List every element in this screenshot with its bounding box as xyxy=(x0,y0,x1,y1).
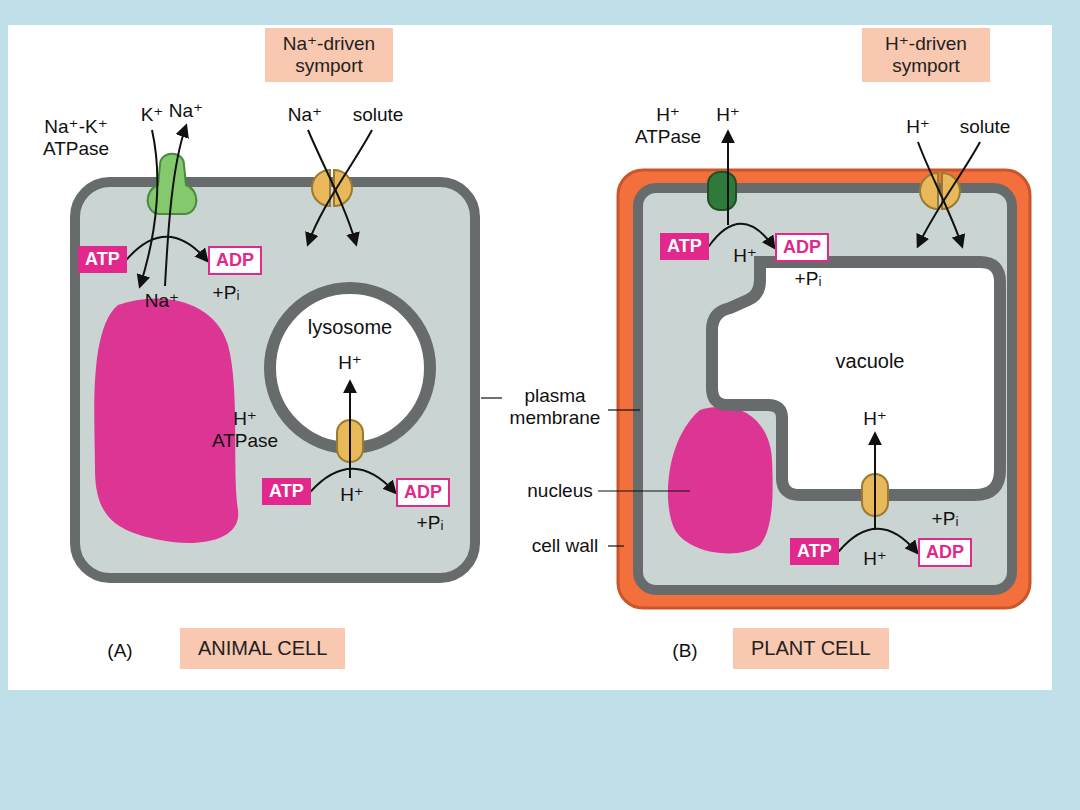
symport-tag: H⁺-driven symport xyxy=(862,28,990,82)
node-text: Na⁺-driven symport xyxy=(275,33,383,77)
node-text: ATP xyxy=(269,481,304,502)
text-label: +Pᵢ xyxy=(417,512,444,534)
node-text: ATP xyxy=(85,249,120,270)
leader-line xyxy=(608,545,624,546)
node-text: PLANT CELL xyxy=(751,637,871,660)
text-label: nucleus xyxy=(527,480,593,502)
text-label: solute xyxy=(353,104,404,126)
text-label: K⁺ xyxy=(141,104,164,126)
atp-box: ATP xyxy=(262,478,311,505)
adp-box: ADP xyxy=(396,478,450,507)
white-panel xyxy=(8,25,1052,690)
proton-arrow xyxy=(349,382,351,478)
cell-title-box: PLANT CELL xyxy=(733,628,889,669)
text-label: H⁺ xyxy=(733,245,757,267)
animal-cell xyxy=(75,182,475,578)
symport-arrow xyxy=(918,142,980,246)
node-text: H⁺-driven symport xyxy=(872,33,980,77)
text-label: plasma membrane xyxy=(500,385,610,429)
na-k-atpase xyxy=(148,154,197,214)
symport-tag: Na⁺-driven symport xyxy=(265,28,393,82)
symport-arrow xyxy=(308,130,372,244)
text-label: Na⁺ xyxy=(145,290,179,312)
text-label: cell wall xyxy=(532,535,599,557)
text-label: H⁺ xyxy=(338,352,362,374)
reaction-arrow xyxy=(709,224,774,248)
k-arrow xyxy=(140,130,157,286)
node-text: ATP xyxy=(667,236,702,257)
leader-line xyxy=(598,490,690,491)
atp-box: ATP xyxy=(78,246,127,273)
cell-title-box: ANIMAL CELL xyxy=(180,628,345,669)
animal-symporter xyxy=(312,170,352,206)
adp-box: ADP xyxy=(775,233,829,262)
text-label: Na⁺ xyxy=(288,104,322,126)
text-label: (A) xyxy=(107,640,132,662)
node-text: vacuole xyxy=(810,350,930,373)
text-label: solute xyxy=(960,116,1011,138)
text-label: H⁺ ATPase xyxy=(205,408,285,452)
organelle-label: lysosome xyxy=(290,316,410,339)
atp-box: ATP xyxy=(790,538,839,565)
plant-h-atpase xyxy=(708,172,736,210)
text-label: Na⁺-K⁺ ATPase xyxy=(36,116,116,160)
proton-arrow xyxy=(727,132,729,225)
text-label: +Pᵢ xyxy=(932,508,959,530)
node-text: ADP xyxy=(404,482,442,503)
text-label: H⁺ xyxy=(340,484,364,506)
ion-arrows xyxy=(140,126,980,530)
organelle-label: vacuole xyxy=(810,350,930,373)
reaction-arrow xyxy=(127,237,207,261)
plant-nucleus xyxy=(668,407,773,554)
adp-box: ADP xyxy=(918,538,972,567)
node-text: ATP xyxy=(797,541,832,562)
text-label: H⁺ xyxy=(863,408,887,430)
adp-box: ADP xyxy=(208,246,262,275)
text-label: +Pᵢ xyxy=(213,282,240,304)
text-label: H⁺ ATPase xyxy=(628,104,708,148)
symport-arrow xyxy=(918,142,962,246)
text-label: H⁺ xyxy=(716,104,740,126)
node-text: lysosome xyxy=(290,316,410,339)
leader-line xyxy=(481,397,502,398)
plant-membrane xyxy=(638,188,1012,590)
leader-line xyxy=(608,409,640,410)
atp-box: ATP xyxy=(660,233,709,260)
text-label: Na⁺ xyxy=(169,100,203,122)
node-text: ADP xyxy=(216,250,254,271)
vacuole xyxy=(712,262,1000,495)
text-label: (B) xyxy=(672,640,697,662)
node-text: ANIMAL CELL xyxy=(198,637,327,660)
text-label: +Pᵢ xyxy=(795,268,822,290)
text-label: H⁺ xyxy=(863,548,887,570)
cell-wall xyxy=(618,170,1030,608)
proton-arrow xyxy=(874,434,876,530)
node-text: ADP xyxy=(926,542,964,563)
na-arrow xyxy=(165,126,186,286)
text-label: H⁺ xyxy=(906,116,930,138)
animal-nucleus xyxy=(94,298,238,542)
node-text: ADP xyxy=(783,237,821,258)
